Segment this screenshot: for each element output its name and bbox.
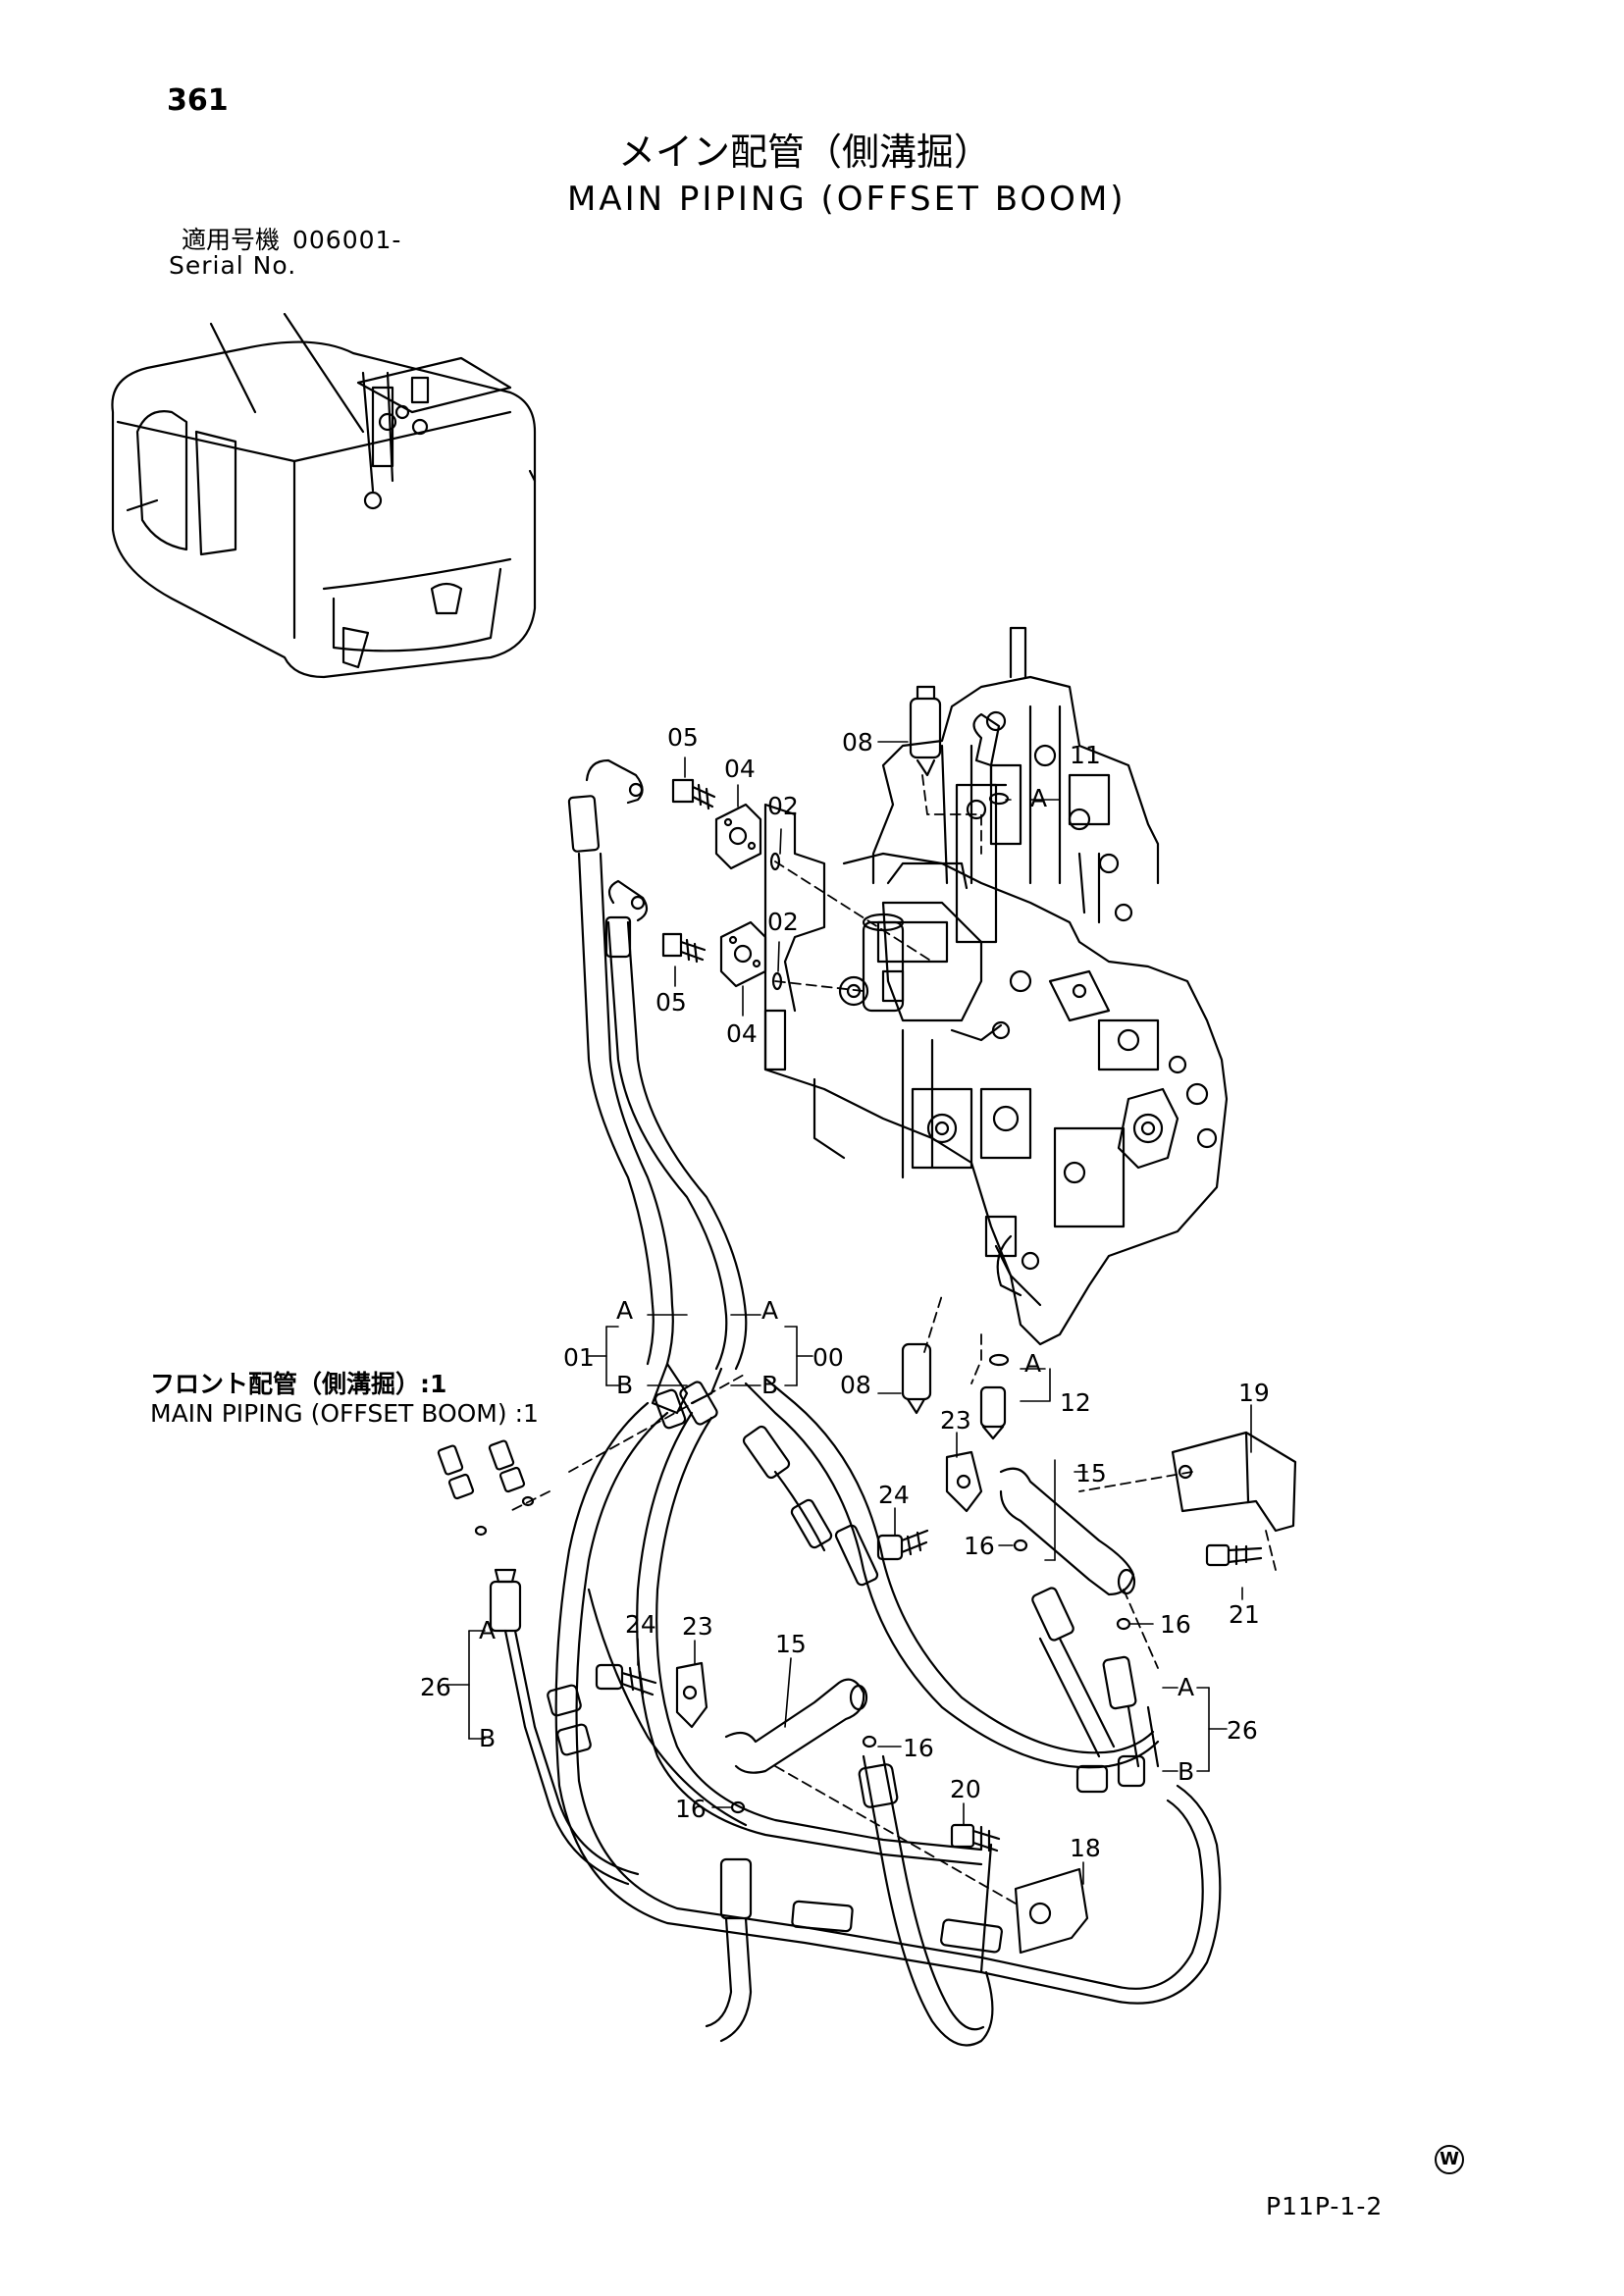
serial-label-japanese: 適用号機 [182,226,281,254]
front-piping-fittings [437,1439,535,1537]
callout-01: 01 [563,1343,595,1372]
callout-16: 16 [964,1532,995,1560]
page-title-english: MAIN PIPING (OFFSET BOOM) [567,180,1126,219]
callout-a: A [479,1616,496,1644]
callout-a: A [1178,1673,1194,1701]
bracket-18 [950,1823,1089,1955]
callout-b: B [761,1371,778,1399]
callout-05: 05 [655,988,687,1017]
callout-a: A [1024,1349,1041,1378]
callout-b: B [1178,1757,1194,1786]
callout-08: 08 [842,728,873,757]
dashed-leaders [509,774,1277,1905]
pipe-assembly-upper [876,1450,1136,1631]
page-number: 361 [167,83,229,118]
serial-number: 006001- [292,226,402,254]
callout-15: 15 [1075,1459,1107,1487]
pipe-assembly-lower [595,1661,877,1814]
callout-b: B [616,1371,633,1399]
lower-hose-loops [489,1377,1222,2047]
callout-20: 20 [950,1775,981,1803]
upper-hose-pair [567,758,748,1415]
callout-15: 15 [775,1630,807,1658]
callout-a: A [616,1296,633,1325]
callout-04: 04 [726,1019,758,1048]
callout-00: 00 [812,1343,844,1372]
drawing-code: P11P-1-2 [1266,2192,1384,2220]
flange-upper [671,778,781,871]
callout-08: 08 [840,1371,871,1399]
callout-11: 11 [1070,741,1101,769]
callout-21: 21 [1229,1600,1260,1629]
callout-a: A [1030,784,1047,812]
callout-26: 26 [420,1673,451,1701]
serial-label-english: Serial No. [169,251,297,280]
callout-23: 23 [682,1612,713,1641]
callout-04: 04 [724,755,756,783]
callout-02: 02 [767,792,799,820]
callout-labels: 05 04 02 02 05 04 08 11 A 01 A B A B 00 … [420,723,1270,1862]
callout-05: 05 [667,723,699,752]
circled-w-mark: W [1435,2145,1464,2174]
callout-16: 16 [1160,1610,1191,1639]
callout-26: 26 [1227,1716,1258,1745]
control-valve [763,626,1229,1346]
callout-16: 16 [903,1734,934,1762]
callout-12: 12 [1060,1388,1091,1417]
callout-24: 24 [625,1610,656,1639]
flange-lower [661,920,783,991]
page-title-japanese: メイン配管（側溝掘） [618,130,992,174]
leader-lines [445,741,1252,1885]
callout-a: A [761,1296,778,1325]
callout-18: 18 [1070,1834,1101,1862]
port-fittings [901,685,1010,1440]
callout-b: B [479,1724,496,1752]
front-piping-note-english: MAIN PIPING (OFFSET BOOM) :1 [150,1399,539,1428]
callout-16: 16 [675,1795,707,1823]
front-piping-note-japanese: フロント配管（側溝掘）:1 [150,1370,447,1398]
callout-24: 24 [878,1481,910,1509]
bracket-19 [1171,1431,1297,1567]
callout-23: 23 [940,1406,971,1435]
callout-02: 02 [767,908,799,936]
callout-19: 19 [1238,1379,1270,1407]
excavator-cab-overview [111,312,537,679]
